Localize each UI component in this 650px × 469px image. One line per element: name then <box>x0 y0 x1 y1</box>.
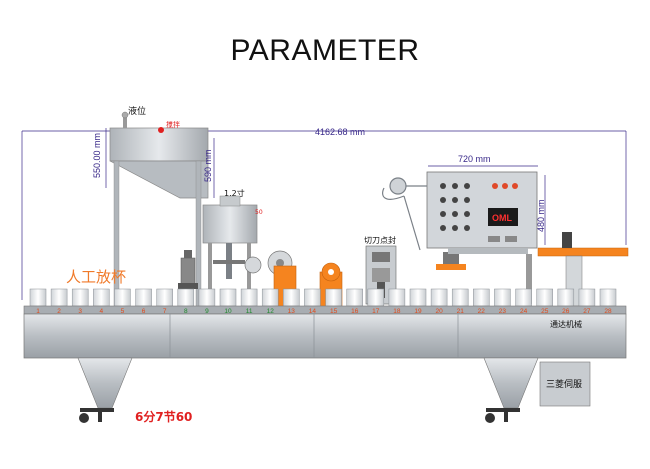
conveyor-cup <box>156 288 173 307</box>
station-number: 4 <box>99 308 103 315</box>
panel-height-label: 480 mm <box>536 199 546 232</box>
machine-legs <box>77 357 591 409</box>
control-panel <box>426 171 538 304</box>
conveyor-cup <box>409 288 427 307</box>
station-number: 20 <box>435 308 443 315</box>
conveyor-cup <box>557 288 575 307</box>
conveyor-cup <box>50 288 68 307</box>
station-number: 7 <box>163 308 167 315</box>
station-number: 25 <box>541 308 549 315</box>
stirrer-label: 搅拌 <box>166 120 180 129</box>
panel-width-label: 720 mm <box>458 154 491 164</box>
station-number: 15 <box>330 308 338 315</box>
gear-label: 通达机械 <box>550 319 582 329</box>
conveyor-cup <box>388 288 406 307</box>
conveyor-cup <box>219 288 237 307</box>
conveyor-cup <box>367 288 385 307</box>
station-number: 12 <box>267 308 275 315</box>
conveyor-cup <box>283 288 300 307</box>
station-number: 10 <box>224 308 232 315</box>
conveyor-cup <box>451 288 469 307</box>
conveyor-cup <box>599 288 617 307</box>
station-number: 22 <box>478 308 486 315</box>
conveyor-cup <box>325 288 342 307</box>
station-number: 1 <box>36 308 40 315</box>
conveyor-cup <box>473 288 490 307</box>
conveyor-cup <box>135 288 152 307</box>
conveyor-cup <box>261 288 279 307</box>
page-title: PARAMETER <box>230 34 420 67</box>
conveyor-cup <box>198 288 216 307</box>
conveyor-cup <box>515 288 532 307</box>
station-number: 13 <box>288 308 296 315</box>
spec-label: 6分7节60 <box>135 409 192 424</box>
width-total-label: 4162.68 mm <box>315 127 365 137</box>
size-cun-label: 1.2寸 <box>224 188 245 198</box>
conveyor-cup <box>93 288 110 307</box>
station-number: 14 <box>309 308 317 315</box>
conveyor-cup <box>71 288 89 307</box>
station-number: 16 <box>351 308 359 315</box>
station-number: 19 <box>414 308 422 315</box>
conveyor-cup <box>536 288 553 307</box>
conveyor-cup <box>578 288 596 307</box>
tank-height-label: 550.00 mm <box>92 133 102 178</box>
panel-brand-label: OML <box>492 213 512 223</box>
station-number: 21 <box>457 308 465 315</box>
conveyor-cup <box>240 288 258 307</box>
station-number: 8 <box>184 308 188 315</box>
hopper-height-label: 590 mm <box>203 149 213 182</box>
station-number: 26 <box>562 308 570 315</box>
conveyor-cup <box>494 288 511 307</box>
station-number: 17 <box>372 308 380 315</box>
manual-cup-label: 人工放杯 <box>66 268 126 286</box>
station-number: 5 <box>121 308 125 315</box>
station-number: 9 <box>205 308 209 315</box>
conveyor-cup <box>430 288 448 307</box>
station-number: 3 <box>78 308 82 315</box>
station-number: 27 <box>583 308 591 315</box>
cutter-seal-label: 切刀点封 <box>364 235 396 245</box>
conveyor-cup <box>177 288 195 307</box>
small-dim-label: 50 <box>255 209 263 216</box>
station-number: 24 <box>520 308 528 315</box>
station-number: 18 <box>393 308 401 315</box>
station-number: 2 <box>57 308 61 315</box>
servo-label: 三菱伺服 <box>546 378 582 390</box>
station-number: 23 <box>499 308 507 315</box>
film-path <box>382 177 427 251</box>
conveyor-cup <box>304 288 321 307</box>
station-number: 6 <box>142 308 146 315</box>
caster-wheels <box>79 408 520 423</box>
conveyor-cup <box>346 288 363 307</box>
liquid-level-label: 液位 <box>128 105 146 117</box>
station-number: 28 <box>604 308 612 315</box>
machine-body <box>23 305 627 359</box>
station-number: 11 <box>246 308 253 315</box>
filling-tank <box>109 111 209 312</box>
cup-dispenser <box>178 250 198 289</box>
conveyor-cup <box>29 288 47 307</box>
conveyor-cup <box>114 288 131 307</box>
filler-station <box>202 195 258 303</box>
